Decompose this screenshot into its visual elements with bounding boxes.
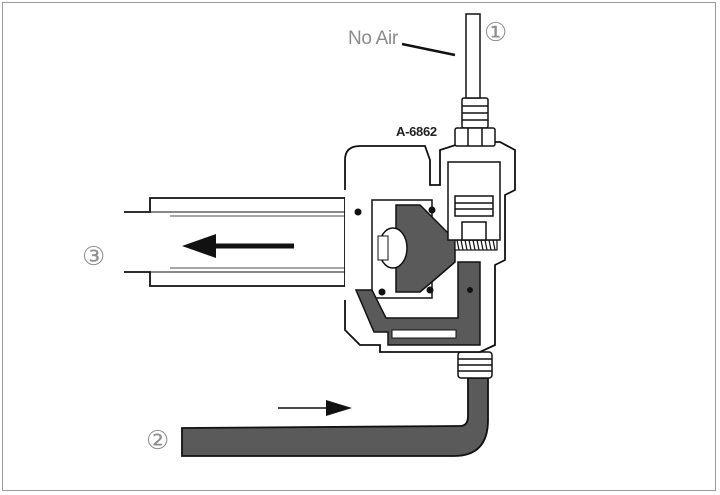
no-air-label: No Air	[348, 28, 398, 49]
no-air-leader	[401, 42, 456, 57]
air-passage	[354, 261, 481, 346]
supply-hose	[181, 377, 489, 457]
hose-fitting	[457, 351, 493, 379]
outlet-flow-arrow	[182, 234, 294, 258]
outlet-pipe	[124, 197, 346, 287]
part-number-label: A-6862	[396, 124, 437, 139]
valve-piston	[395, 204, 456, 293]
spring	[454, 239, 498, 251]
callout-3: ③	[82, 242, 106, 272]
supply-flow-arrow	[278, 400, 352, 416]
callout-2: ②	[146, 426, 170, 456]
valve-cap	[447, 161, 501, 241]
callout-1: ①	[484, 18, 508, 48]
inlet-tube	[465, 13, 481, 99]
inlet-fitting	[454, 97, 496, 147]
o-rings	[354, 206, 473, 296]
